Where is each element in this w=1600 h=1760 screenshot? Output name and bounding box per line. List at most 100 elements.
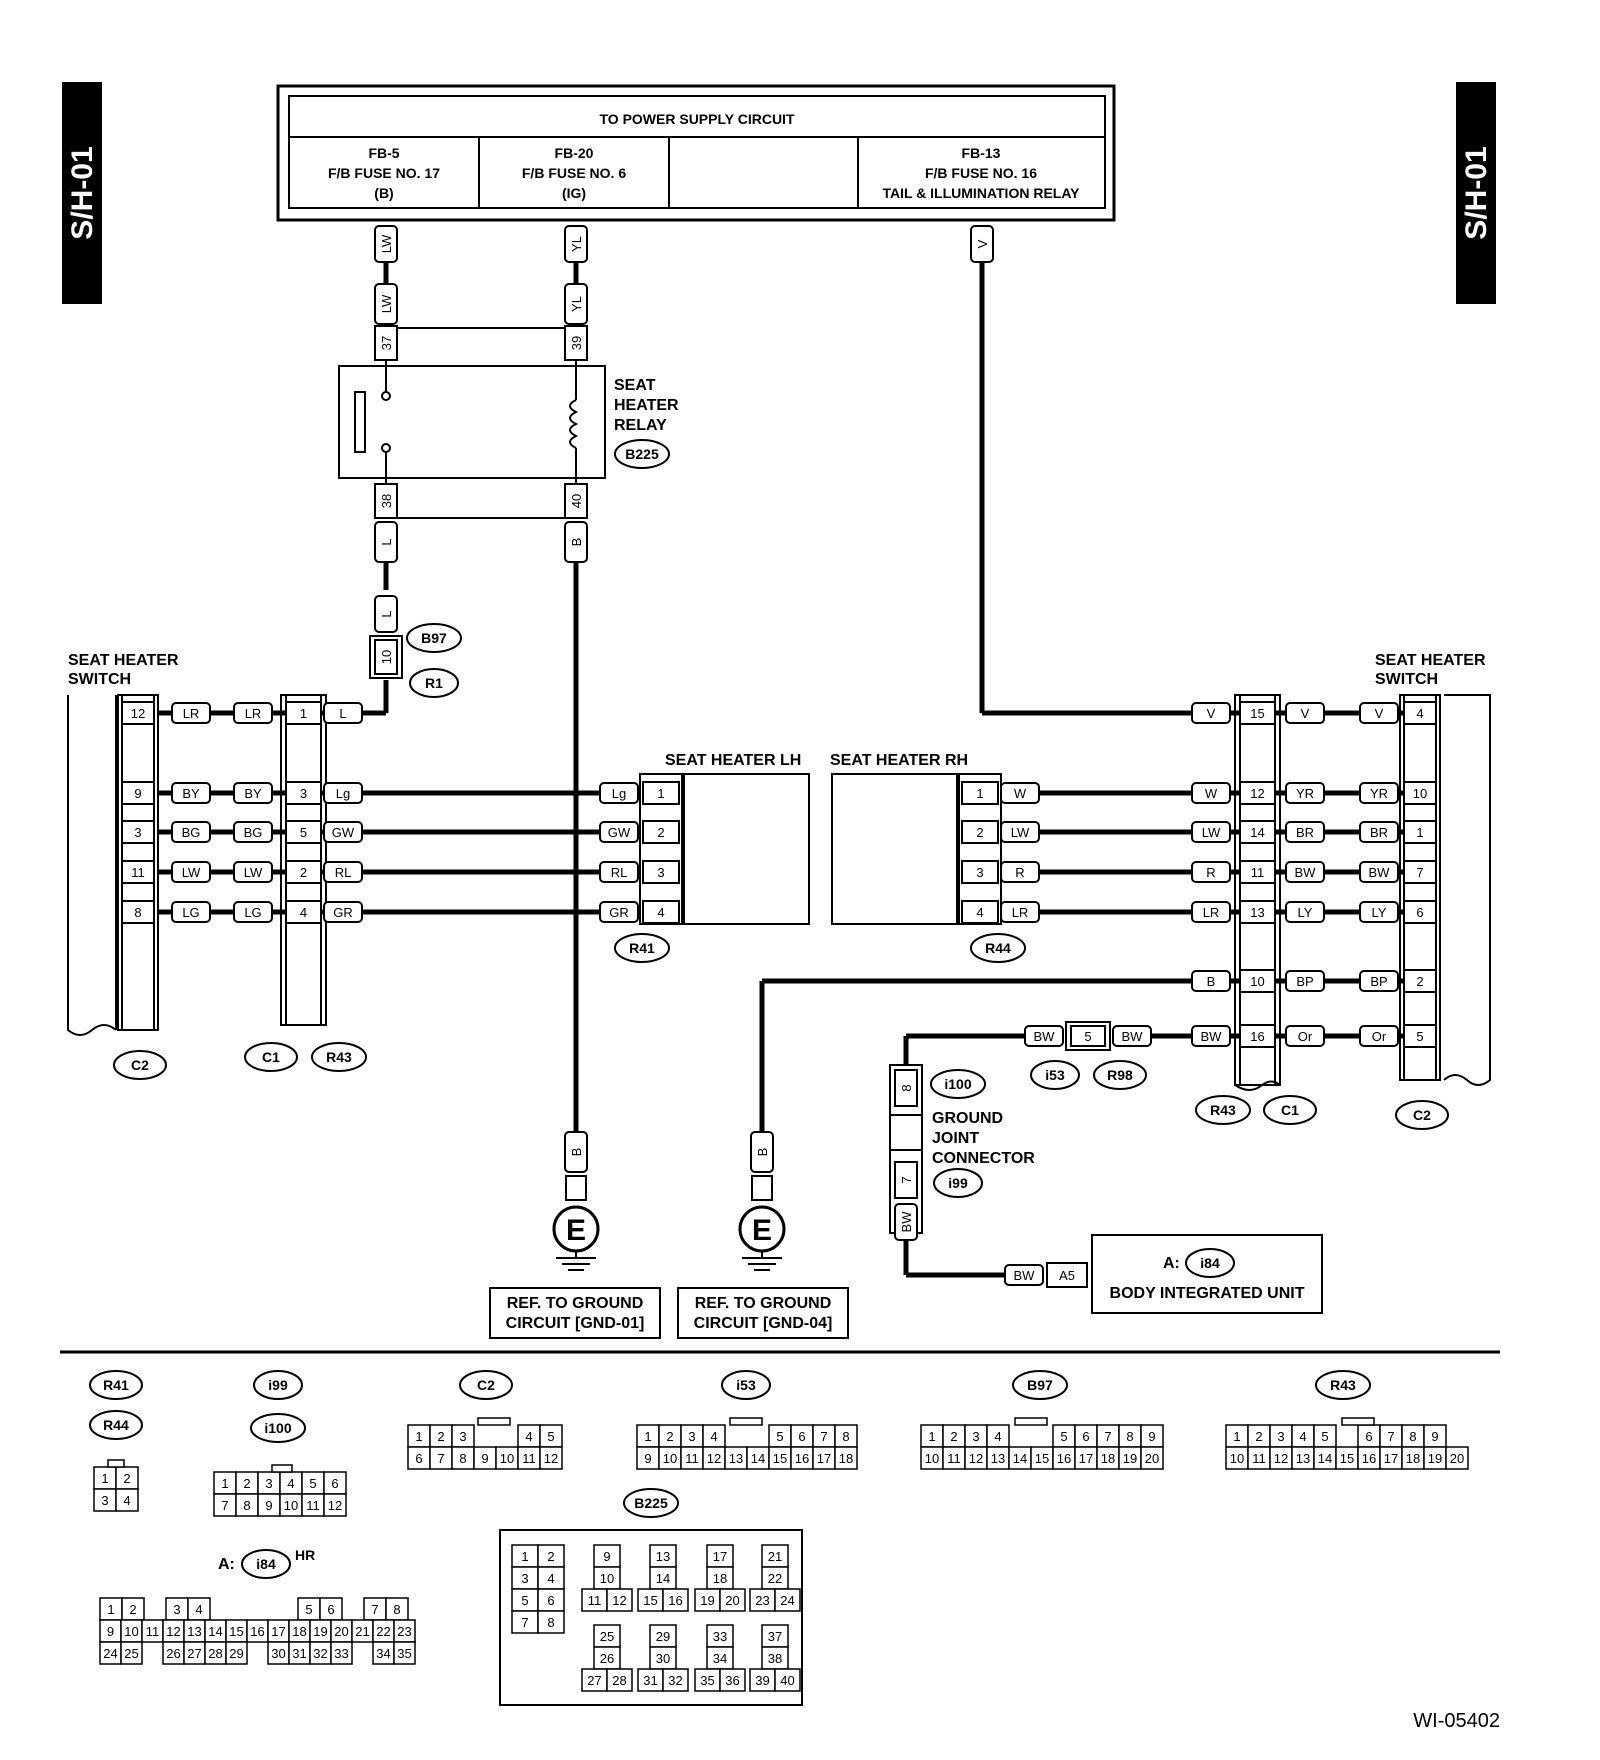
face-b225-a-cell	[537, 1610, 565, 1634]
face-c2-pin: 4	[525, 1429, 532, 1444]
gjc-label-3: CONNECTOR	[932, 1150, 1035, 1167]
gjc-wire-bw: BW	[899, 1211, 914, 1233]
rh-wire-tag-2-5: BP	[1296, 974, 1313, 989]
face-i84-r2-pin: 22	[376, 1624, 390, 1639]
lh-wire-tag-2-1-box	[233, 782, 273, 804]
ground2-line-1: REF. TO GROUND	[695, 1295, 832, 1312]
face-b97-cell	[1140, 1446, 1164, 1470]
rh-pin-c2-6-box	[1403, 1024, 1437, 1048]
face-i84-r2-pin: 9	[107, 1624, 114, 1639]
rh-wire-tag-2-2: BR	[1296, 825, 1314, 840]
face-i84-r3-pin: 32	[313, 1646, 327, 1661]
lh-pin-c2-0-box	[121, 701, 155, 725]
face-b225-21-pin: 22	[768, 1571, 782, 1586]
rh-pin-c2-5-box	[1403, 969, 1437, 993]
face-i99-i100-pin: 7	[221, 1498, 228, 1513]
heater-rh-pin-3-box	[961, 900, 999, 924]
face-i99-i100-pin: 10	[284, 1498, 298, 1513]
relay-pin-40: 40	[569, 494, 584, 508]
face-b225-15-pin: 15	[643, 1593, 657, 1608]
heater-lh-pin-2: 3	[657, 865, 664, 880]
face-c2-pin: 10	[500, 1451, 514, 1466]
face-r43-key	[1341, 1417, 1375, 1426]
legend-i100: i100	[264, 1420, 291, 1436]
face-i53-pin: 16	[795, 1451, 809, 1466]
lh-wire-tag-1-0-box	[171, 702, 211, 724]
face-r43-pin: 13	[1296, 1451, 1310, 1466]
face-b97-pin: 20	[1145, 1451, 1159, 1466]
lh-wire-tag-3-2: GW	[332, 825, 355, 840]
face-r43-pin: 19	[1428, 1451, 1442, 1466]
face-b225-a-pin: 7	[521, 1615, 528, 1630]
face-b225-a-pin: 6	[547, 1593, 554, 1608]
face-i84-r1-pin: 6	[327, 1602, 334, 1617]
face-c2-cell	[539, 1446, 563, 1470]
lh-pin-c2-3-box	[121, 860, 155, 884]
power-box-title: TO POWER SUPPLY CIRCUIT	[600, 111, 795, 127]
heater-rh-conn: R44	[985, 940, 1011, 956]
face-b225-15-pin: 16	[668, 1593, 682, 1608]
lh-wire-tag-3-0: L	[339, 706, 346, 721]
face-i99-i100-pin: 1	[221, 1476, 228, 1491]
face-i84-r2-pin: 18	[292, 1624, 306, 1639]
rh-pin-c1-4: 13	[1250, 905, 1264, 920]
face-i84-r3-cell	[120, 1641, 143, 1665]
face-b225-a-pin: 5	[521, 1593, 528, 1608]
face-b225-23-pin: 23	[755, 1593, 769, 1608]
lh-wire-tag-1-3-box	[171, 861, 211, 883]
conn-i53: i53	[1045, 1067, 1065, 1083]
rh-switch-title-2: SWITCH	[1375, 671, 1438, 688]
face-r43-pin: 10	[1230, 1451, 1244, 1466]
face-b225-27-cell	[606, 1668, 633, 1692]
body-integrated-unit: BW A5 A: i84 BODY INTEGRATED UNIT	[1004, 1234, 1323, 1314]
rh-wire-tag-2-3: BW	[1295, 865, 1317, 880]
face-i84-r3-pin: 28	[208, 1646, 222, 1661]
legend-r43: R43	[1330, 1377, 1356, 1393]
lh-conn-r43: R43	[326, 1049, 352, 1065]
power-supply-box: TO POWER SUPPLY CIRCUIT FB-5 F/B FUSE NO…	[276, 84, 1116, 222]
legend-c2: C2	[477, 1377, 495, 1393]
lh-wire-tag-1-2: BG	[182, 825, 201, 840]
face-i53-pin: 13	[729, 1451, 743, 1466]
face-b225-39-pin: 40	[780, 1673, 794, 1688]
face-i99-i100-pin: 11	[306, 1498, 320, 1513]
lh-wire-tag-1-0: LR	[183, 706, 200, 721]
face-i84-r2-pin: 19	[313, 1624, 327, 1639]
face-b225-35-cell	[719, 1668, 746, 1692]
legend-i53: i53	[736, 1377, 756, 1393]
heater-rh-pin-3: 4	[976, 905, 983, 920]
face-r43-pin: 1	[1233, 1429, 1240, 1444]
heater-rh-wire-3: LR	[1012, 905, 1029, 920]
fb20-sub: (IG)	[562, 185, 586, 201]
heater-lh-wire-2: RL	[611, 865, 628, 880]
face-b97-pin: 7	[1104, 1429, 1111, 1444]
lh-wire-tag-3-4: GR	[333, 905, 353, 920]
face-b225-39-pin: 39	[755, 1673, 769, 1688]
lh-pin-c1-4: 4	[300, 905, 307, 920]
face-i53-pin: 6	[798, 1429, 805, 1444]
lh-wire-tag-1-3: LW	[182, 865, 201, 880]
face-b225-25-pin: 26	[600, 1651, 614, 1666]
face-r43-pin: 6	[1365, 1429, 1372, 1444]
rh-pin-c2-0: 4	[1416, 706, 1423, 721]
legend-b97: B97	[1027, 1377, 1053, 1393]
face-b97-pin: 3	[972, 1429, 979, 1444]
lh-switch-title-1: SEAT HEATER	[68, 652, 179, 669]
rh-pin-c2-1-box	[1403, 781, 1437, 805]
lh-pin-c1-1: 3	[300, 786, 307, 801]
face-b97-pin: 10	[925, 1451, 939, 1466]
face-i84-r3-pin: 27	[187, 1646, 201, 1661]
face-i53-pin: 15	[773, 1451, 787, 1466]
rh-conn-c2: C2	[1413, 1107, 1431, 1123]
heater-rh-pin-0-box	[961, 781, 999, 805]
lh-wire-tag-1-1: BY	[182, 786, 200, 801]
face-i53-cell	[834, 1446, 858, 1470]
face-i84-r1-pin: 5	[305, 1602, 312, 1617]
